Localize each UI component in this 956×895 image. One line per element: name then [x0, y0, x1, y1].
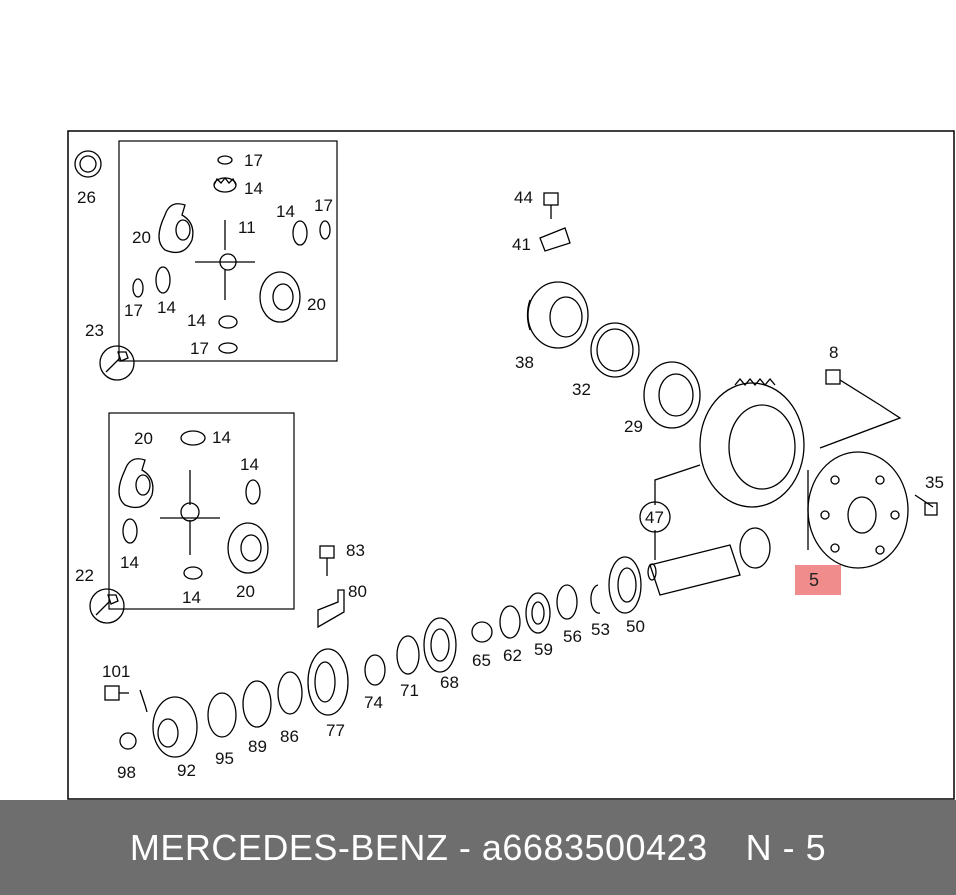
diagram-reference: N - 5 [745, 826, 827, 868]
callout-label: 22 [75, 566, 94, 585]
callout-label: 59 [534, 640, 553, 659]
leader-line [819, 404, 902, 449]
callout-label: 11 [238, 218, 256, 237]
diagram-frame [67, 130, 955, 800]
highlight-label: 5 [809, 570, 819, 590]
callout-label: 95 [215, 749, 234, 768]
inset1-parts [132, 155, 331, 354]
callout-label: 14 [187, 311, 206, 330]
callout-label: 77 [326, 721, 345, 740]
callout-label: 14 [182, 588, 201, 607]
callout-label: 80 [348, 582, 367, 601]
ring-part [364, 654, 386, 686]
callout-label: 29 [624, 417, 643, 436]
callout-label: 14 [244, 179, 263, 198]
bolt-part [825, 369, 881, 406]
callout-label: 20 [132, 228, 151, 247]
gear-part [307, 648, 349, 716]
callout-label: 17 [244, 151, 263, 170]
callout-circle [639, 501, 671, 533]
pinion-shaft-part [647, 527, 771, 596]
nut-part [119, 732, 137, 750]
seal-ring-part [74, 150, 102, 178]
roller-bearing-part [643, 361, 701, 429]
callout-label: 26 [77, 188, 96, 207]
callout-label: 92 [177, 761, 196, 780]
callout-label: 17 [314, 196, 333, 215]
callout-label: 47 [645, 508, 664, 527]
wrench-icon [99, 345, 135, 381]
callout-label: 68 [440, 673, 459, 692]
callout-label: 8 [829, 343, 838, 362]
callout-label: 20 [134, 429, 153, 448]
callout-label: 14 [120, 553, 139, 572]
seal-ring-part [242, 680, 272, 728]
bolt-part [104, 685, 129, 701]
callout-label: 98 [117, 763, 136, 782]
callout-label: 17 [190, 339, 209, 358]
callout-label: 83 [346, 541, 365, 560]
bearing-housing-part [526, 281, 589, 349]
ring-part [499, 605, 521, 639]
callout-label: 62 [503, 646, 522, 665]
circlip-part [590, 584, 601, 614]
callout-label: 89 [248, 737, 267, 756]
callout-label: 44 [514, 188, 533, 207]
callout-label: 14 [240, 455, 259, 474]
callout-label: 53 [591, 620, 610, 639]
part-caption-bar: MERCEDES-BENZ - a6683500423 N - 5 [0, 800, 956, 895]
roller-bearing-part [608, 556, 642, 614]
brand-name: MERCEDES-BENZ [129, 826, 449, 868]
inset-box-differential-1 [118, 140, 338, 362]
callout-label: 14 [212, 428, 231, 447]
exploded-parts-diagram: 5 26 23 22 17 14 20 11 14 17 17 14 20 14… [67, 130, 955, 800]
inset-box-differential-2 [108, 412, 295, 610]
callout-label: 23 [85, 321, 104, 340]
bolt-part [543, 192, 559, 219]
callout-label: 71 [400, 681, 419, 700]
callout-label: 32 [572, 380, 591, 399]
ring-part [590, 322, 640, 378]
nut-part [471, 621, 493, 643]
callout-label: 38 [515, 353, 534, 372]
callout-label: 56 [563, 627, 582, 646]
flange-part [139, 689, 198, 758]
callout-label: 35 [925, 473, 944, 492]
leader-line [654, 464, 701, 560]
wrench-icon [89, 588, 125, 624]
bracket-part [539, 227, 571, 252]
roller-bearing-part [423, 617, 457, 673]
inset2-parts [118, 430, 269, 580]
ring-part [277, 671, 303, 715]
callout-label: 14 [157, 298, 176, 317]
ring-part [396, 635, 420, 675]
callout-label: 41 [512, 235, 531, 254]
callout-label: 74 [364, 693, 383, 712]
callout-labels: 26 23 22 17 14 20 11 14 17 17 14 20 14 1… [75, 151, 944, 782]
callout-label: 65 [472, 651, 491, 670]
bearing-part [525, 592, 551, 634]
callout-label: 20 [236, 582, 255, 601]
callout-label: 101 [102, 662, 130, 681]
ring-gear-part [699, 377, 805, 508]
part-number: a6683500423 [481, 826, 708, 868]
callout-label: 17 [124, 301, 143, 320]
callout-label: 86 [280, 727, 299, 746]
bolt-part [319, 545, 335, 576]
callout-label: 14 [276, 202, 295, 221]
highlight-box[interactable] [795, 565, 841, 595]
bracket-part [317, 589, 345, 629]
ring-part [207, 692, 237, 738]
ring-part [556, 584, 578, 620]
callout-label: 20 [307, 295, 326, 314]
caption-separator: - [458, 826, 472, 868]
callout-label: 50 [626, 617, 645, 636]
screw-part [914, 494, 938, 516]
hub-flange-part [807, 451, 909, 569]
